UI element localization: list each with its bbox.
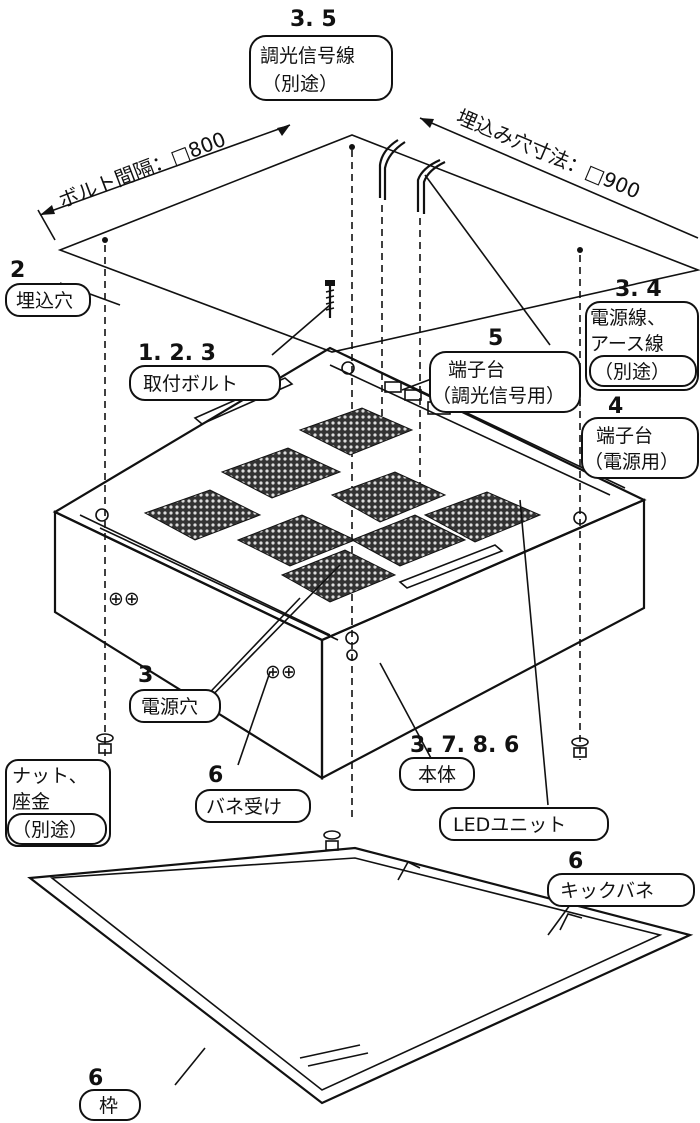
terminal-dimming-note: （調光信号用） (432, 385, 565, 407)
cutout-label: 埋込穴 (16, 290, 73, 312)
terminal-power-label: 端子台 (596, 425, 653, 447)
spring-receiver-number: 6 (208, 763, 223, 788)
power-wire-label1: 電源線、 (590, 307, 666, 329)
terminal-dimming-label: 端子台 (448, 359, 505, 381)
power-wire-note: （別途） (594, 361, 670, 383)
kick-spring-number: 6 (568, 849, 583, 874)
callout-power-hole: 3 電源穴 (129, 663, 221, 723)
nut-label2: 座金 (12, 791, 50, 813)
power-wire-number: 3. 4 (615, 277, 662, 302)
callout-frame: 6 枠 (79, 1066, 141, 1121)
callout-nut: ナット、 座金 （別途） (5, 759, 111, 847)
bolt-number: 1. 2. 3 (138, 341, 216, 366)
callout-spring-receiver: 6 バネ受け (195, 763, 311, 823)
callout-cutout: 2 埋込穴 (5, 258, 91, 317)
dimming-wire-number: 3. 5 (290, 7, 337, 32)
nut-label1: ナット、 (12, 765, 88, 787)
terminal-power-note: （電源用） (584, 451, 679, 473)
bolt-spacing-label: ボルト間隔：□800 (55, 127, 229, 213)
cutout-number: 2 (10, 258, 25, 283)
callout-power-wire: 3. 4 電源線、 アース線 （別途） (585, 277, 699, 391)
callout-terminal-dimming: 5 端子台 （調光信号用） (429, 326, 581, 413)
cutout-dimension: 埋込み穴寸法：□900 (419, 105, 699, 239)
power-hole-label: 電源穴 (141, 696, 198, 718)
fixture-body: ⊕⊕ ⊕⊕ (52, 346, 647, 780)
wires (378, 139, 446, 214)
ceiling-cutout-plate (57, 134, 700, 353)
frame-label: 枠 (99, 1095, 118, 1117)
body-number: 3. 7. 8. 6 (410, 733, 519, 758)
bolt-spacing-dimension: ボルト間隔：□800 (37, 124, 291, 241)
body-label: 本体 (418, 764, 456, 786)
spring-receiver-label: バネ受け (206, 796, 282, 818)
kick-spring-label: キックバネ (560, 880, 654, 902)
callout-led-unit: LEDユニット (439, 807, 609, 841)
terminal-dimming-number: 5 (488, 326, 503, 351)
callout-dimming-wire: 3. 5 調光信号線 （別途） (249, 7, 393, 101)
alignment-lines (104, 150, 581, 820)
cutout-size-label: 埋込み穴寸法：□900 (453, 105, 644, 204)
bolt-label: 取付ボルト (143, 373, 238, 395)
power-hole-number: 3 (138, 663, 153, 688)
dimming-wire-note: （別途） (262, 73, 338, 95)
power-wire-label2: アース線 (590, 333, 664, 355)
callout-kick-spring: 6 キックバネ (547, 849, 695, 907)
nut-note: （別途） (12, 819, 88, 841)
svg-text:⊕⊕: ⊕⊕ (108, 588, 140, 610)
dimming-wire-label: 調光信号線 (260, 45, 355, 67)
led-unit-label: LEDユニット (453, 814, 566, 836)
frame-number: 6 (88, 1066, 103, 1091)
svg-text:⊕⊕: ⊕⊕ (265, 661, 297, 683)
nuts-washers (96, 733, 589, 851)
callout-body: 3. 7. 8. 6 本体 (399, 733, 519, 791)
led-units (143, 407, 542, 603)
callout-terminal-power: 4 端子台 （電源用） (581, 394, 699, 479)
terminal-power-number: 4 (608, 394, 623, 419)
frame (27, 846, 694, 1105)
callout-bolt: 1. 2. 3 取付ボルト (129, 341, 281, 401)
mounting-bolt (325, 280, 335, 318)
